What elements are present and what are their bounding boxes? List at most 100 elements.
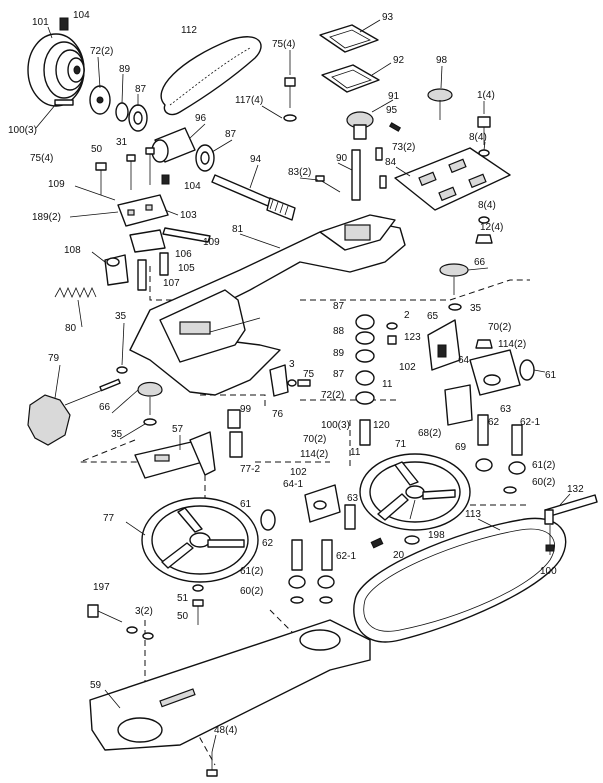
gear-91 xyxy=(346,111,374,140)
callout-84: 84 xyxy=(385,157,397,168)
bolt-197 xyxy=(87,604,123,623)
pulley-flange xyxy=(89,85,111,115)
washer-35-left xyxy=(116,366,128,374)
callout-88: 88 xyxy=(333,326,345,337)
callout-50: 50 xyxy=(91,144,103,155)
screw-83 xyxy=(315,175,341,193)
pin-109 xyxy=(162,227,211,243)
knob-66-right xyxy=(439,263,469,295)
callout-79: 79 xyxy=(48,353,60,364)
screw-100-right xyxy=(545,525,555,555)
tension-knob-79 xyxy=(27,378,121,446)
guide-arm-57 xyxy=(134,431,216,479)
bolt-50-bottom xyxy=(192,599,204,625)
callout-104: 104 xyxy=(73,10,90,21)
callout-101: 101 xyxy=(32,17,49,28)
callout-102: 102 xyxy=(399,362,416,373)
gasket-92 xyxy=(321,64,380,93)
callout-64-1: 64-1 xyxy=(283,479,303,490)
callout-120: 120 xyxy=(373,420,390,431)
callout-3: 3 xyxy=(289,359,295,370)
callout-75: 75 xyxy=(303,369,315,380)
callout-93: 93 xyxy=(382,12,394,23)
callout-108: 108 xyxy=(64,245,81,256)
callout-132: 132 xyxy=(567,484,584,495)
callout-68: 68(2) xyxy=(418,428,441,439)
callout-63: 63 xyxy=(347,493,359,504)
callout-87: 87 xyxy=(333,369,345,380)
pin-95 xyxy=(388,122,402,132)
saw-bow-frame xyxy=(129,214,406,396)
callout-11: 11 xyxy=(350,447,361,458)
callout-57: 57 xyxy=(172,424,184,435)
callout-labels: 101 104 112 93 75(4) 92 98 72(2) 89 87 1… xyxy=(8,10,584,736)
shaft-90 xyxy=(351,149,361,201)
callout-65: 65 xyxy=(427,311,439,322)
callout-60: 60(2) xyxy=(240,586,263,597)
callout-107: 107 xyxy=(163,278,180,289)
callout-87: 87 xyxy=(225,129,237,140)
sleeve-99 xyxy=(227,409,243,458)
callout-64: 64 xyxy=(458,355,470,366)
eccentric-62-1-left xyxy=(321,539,333,571)
callout-113: 113 xyxy=(465,509,481,520)
callout-59: 59 xyxy=(90,680,102,691)
callout-87: 87 xyxy=(135,84,147,95)
callout-73: 73(2) xyxy=(392,142,415,153)
callout-2: 2 xyxy=(404,310,410,321)
bolt-50 xyxy=(126,154,136,190)
callout-72: 72(2) xyxy=(90,46,113,57)
callout-112: 112 xyxy=(181,25,197,36)
bearing-87-top xyxy=(128,104,148,132)
bolt-75 xyxy=(95,162,107,195)
callout-62: 62 xyxy=(488,417,500,428)
nut-70 xyxy=(475,339,493,349)
callout-89: 89 xyxy=(333,348,345,359)
bolt-123 xyxy=(386,322,398,345)
bolt-48 xyxy=(206,752,218,777)
drive-shaft xyxy=(211,174,296,221)
base-plate-59 xyxy=(89,619,371,751)
bearings-61-left-stack xyxy=(288,575,335,604)
callout-35: 35 xyxy=(470,303,482,314)
knob-66-left xyxy=(137,381,163,426)
washers-3 xyxy=(126,626,154,640)
callout-102: 102 xyxy=(290,467,307,478)
callout-63: 63 xyxy=(500,404,512,415)
motor-pulley xyxy=(27,33,85,107)
callout-77: 77 xyxy=(103,513,115,524)
spacer-96 xyxy=(151,127,196,163)
callout-123: 123 xyxy=(404,332,421,343)
bracket-106 xyxy=(129,229,166,253)
washer-51 xyxy=(192,584,204,592)
callout-103: 103 xyxy=(180,210,197,221)
drive-wheel-77 xyxy=(141,497,259,583)
bolt-1 xyxy=(477,116,491,157)
callout-51: 51 xyxy=(177,593,189,604)
callout-109: 109 xyxy=(48,179,65,190)
callout-62-1: 62-1 xyxy=(336,551,356,562)
callout-90: 90 xyxy=(336,153,348,164)
saw-blade-113 xyxy=(353,517,567,643)
callout-91: 91 xyxy=(388,91,400,102)
callout-114: 114(2) xyxy=(498,339,526,350)
callout-62-1: 62-1 xyxy=(520,417,540,428)
bolt-75-top xyxy=(283,77,297,122)
bolt-31 xyxy=(145,147,155,185)
callout-75: 75(4) xyxy=(30,153,53,164)
callout-72: 72(2) xyxy=(321,390,344,401)
callout-114: 114(2) xyxy=(300,449,328,460)
callout-20: 20 xyxy=(393,550,405,561)
idler-wheel-71 xyxy=(359,453,471,531)
bearing-89 xyxy=(115,102,129,122)
callout-31: 31 xyxy=(116,137,128,148)
callout-98: 98 xyxy=(436,55,448,66)
block-108 xyxy=(104,254,129,286)
callout-117: 117(4) xyxy=(235,95,263,106)
drive-belt xyxy=(160,36,262,116)
tension-bracket xyxy=(117,194,169,227)
washer-35-right xyxy=(448,303,462,311)
eccentric-62-1 xyxy=(511,424,523,456)
callout-92: 92 xyxy=(393,55,405,66)
bearing-87-right xyxy=(195,144,215,172)
